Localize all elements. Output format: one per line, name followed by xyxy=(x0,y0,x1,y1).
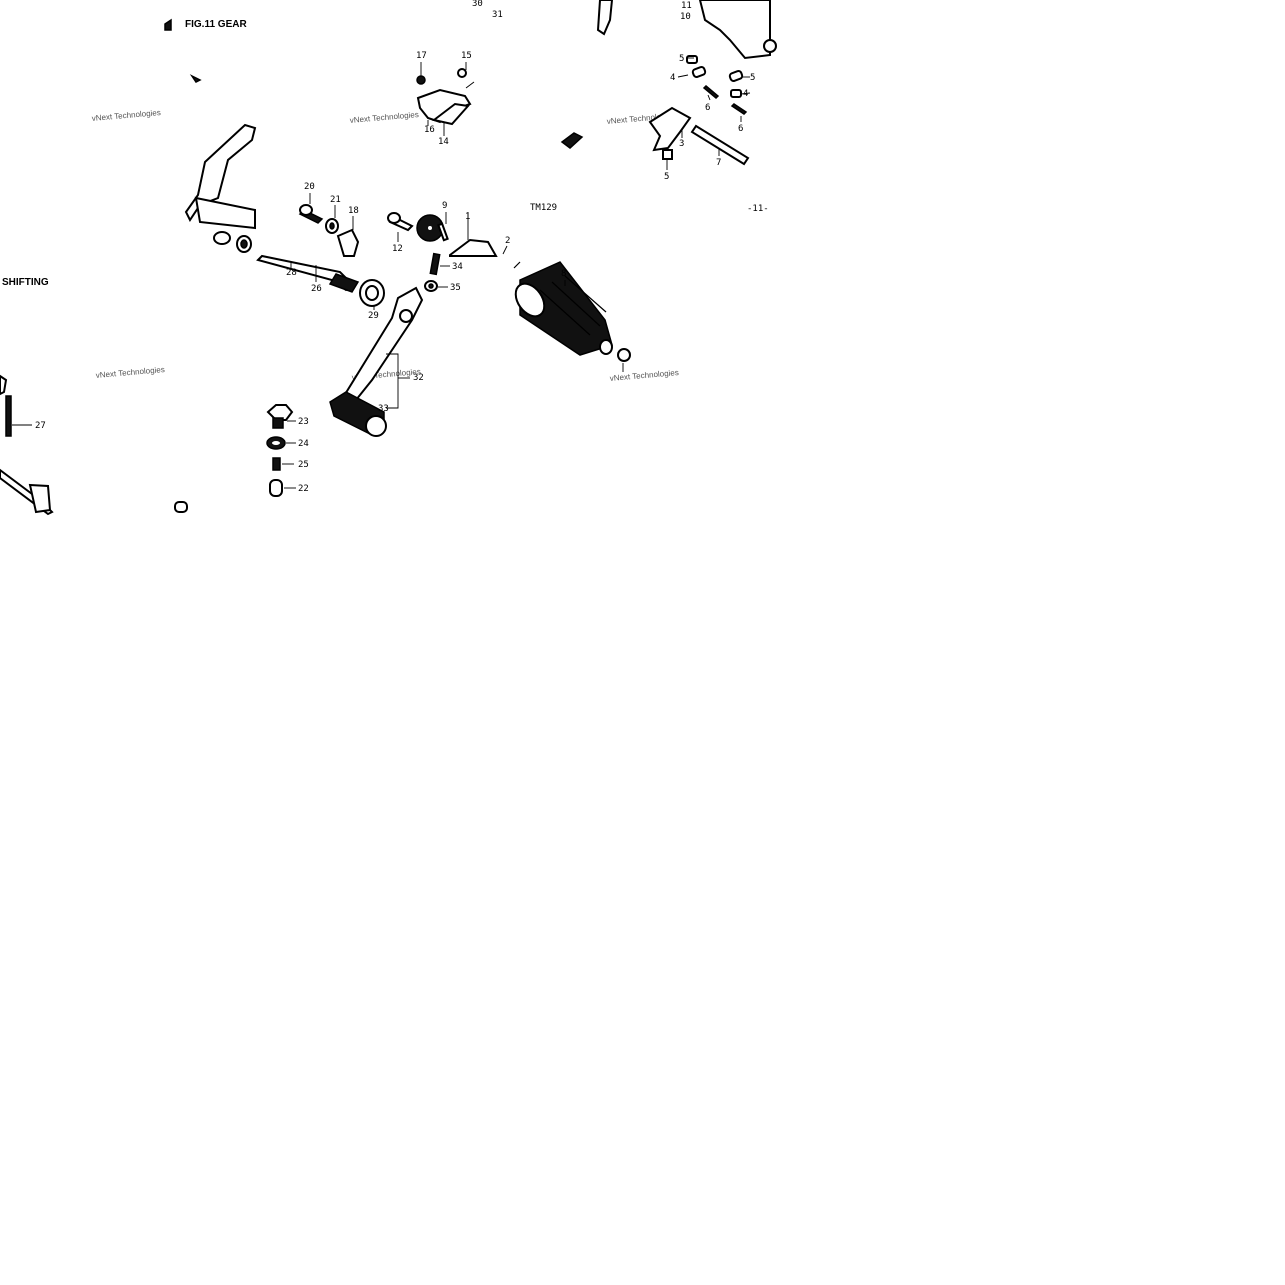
front-arrow-icon xyxy=(560,132,584,149)
figure-title: FIG.11 GEAR xyxy=(185,19,247,30)
callout-label: 8 xyxy=(561,269,566,279)
callout-label: 12 xyxy=(392,244,403,254)
neutral-plunger-set xyxy=(266,404,294,497)
callout-label: 34 xyxy=(452,262,463,272)
callout-label: 16 xyxy=(424,125,435,135)
callout-label: 20 xyxy=(304,182,315,192)
bolts-washers xyxy=(298,204,360,257)
shift-forks xyxy=(596,0,777,166)
callout-label: 27 xyxy=(35,421,46,431)
cam-stopper-parts xyxy=(387,212,498,257)
side-title: SHIFTING xyxy=(2,277,49,288)
watermark: vNext Technologies xyxy=(349,110,419,125)
callout-label: 11 xyxy=(681,1,692,11)
watermark: vNext Technologies xyxy=(91,108,161,123)
callout-label: 23 xyxy=(298,417,309,427)
shift-fork-stopper-plate xyxy=(416,68,472,126)
callout-label: 24 xyxy=(298,439,309,449)
gearshift-shaft-and-lever xyxy=(256,254,424,437)
callout-label: 9 xyxy=(442,201,447,211)
watermark: vNext Technologies xyxy=(95,365,165,380)
callout-label: 3 xyxy=(679,139,684,149)
callout-label: 4 xyxy=(670,73,675,83)
page-number: -11- xyxy=(747,204,769,214)
callout-label: 14 xyxy=(438,137,449,147)
callout-label: 5 xyxy=(750,73,755,83)
callout-label: 29 xyxy=(368,311,379,321)
leader-lines xyxy=(12,57,751,489)
callout-label: 33 xyxy=(378,404,389,414)
callout-label: 32 xyxy=(413,373,424,383)
callout-label: 1 xyxy=(465,212,470,222)
left-edge-parts xyxy=(0,18,202,516)
gearshift-shaft-assembly xyxy=(184,123,257,253)
callout-labels: 30 31 11 10 17 15 5 4 16 14 6 5 4 6 3 5 … xyxy=(35,0,755,494)
callout-label: 6 xyxy=(738,124,743,134)
callout-label: 21 xyxy=(330,195,341,205)
callout-label: 17 xyxy=(416,51,427,61)
callout-label: 30 xyxy=(472,0,483,9)
callout-label: 4 xyxy=(743,89,748,99)
callout-label: 2 xyxy=(505,236,510,246)
callout-label: 10 xyxy=(680,12,691,22)
callout-label: 18 xyxy=(348,206,359,216)
callout-label: 5 xyxy=(679,54,684,64)
callout-label: 31 xyxy=(492,10,503,20)
callout-label: 35 xyxy=(450,283,461,293)
callout-label: 6 xyxy=(705,103,710,113)
callout-label: 26 xyxy=(311,284,322,294)
callout-label: 5 xyxy=(664,172,669,182)
pin-and-washer xyxy=(424,252,441,292)
gearshift-cam-drum xyxy=(513,261,631,362)
callout-label: 22 xyxy=(298,484,309,494)
watermark: vNext Technologies xyxy=(609,368,679,383)
diagram-code: TM129 xyxy=(530,203,557,213)
callout-label: 7 xyxy=(716,158,721,168)
callout-label: 15 xyxy=(461,51,472,61)
callout-label: 25 xyxy=(298,460,309,470)
callout-label: 28 xyxy=(286,268,297,278)
